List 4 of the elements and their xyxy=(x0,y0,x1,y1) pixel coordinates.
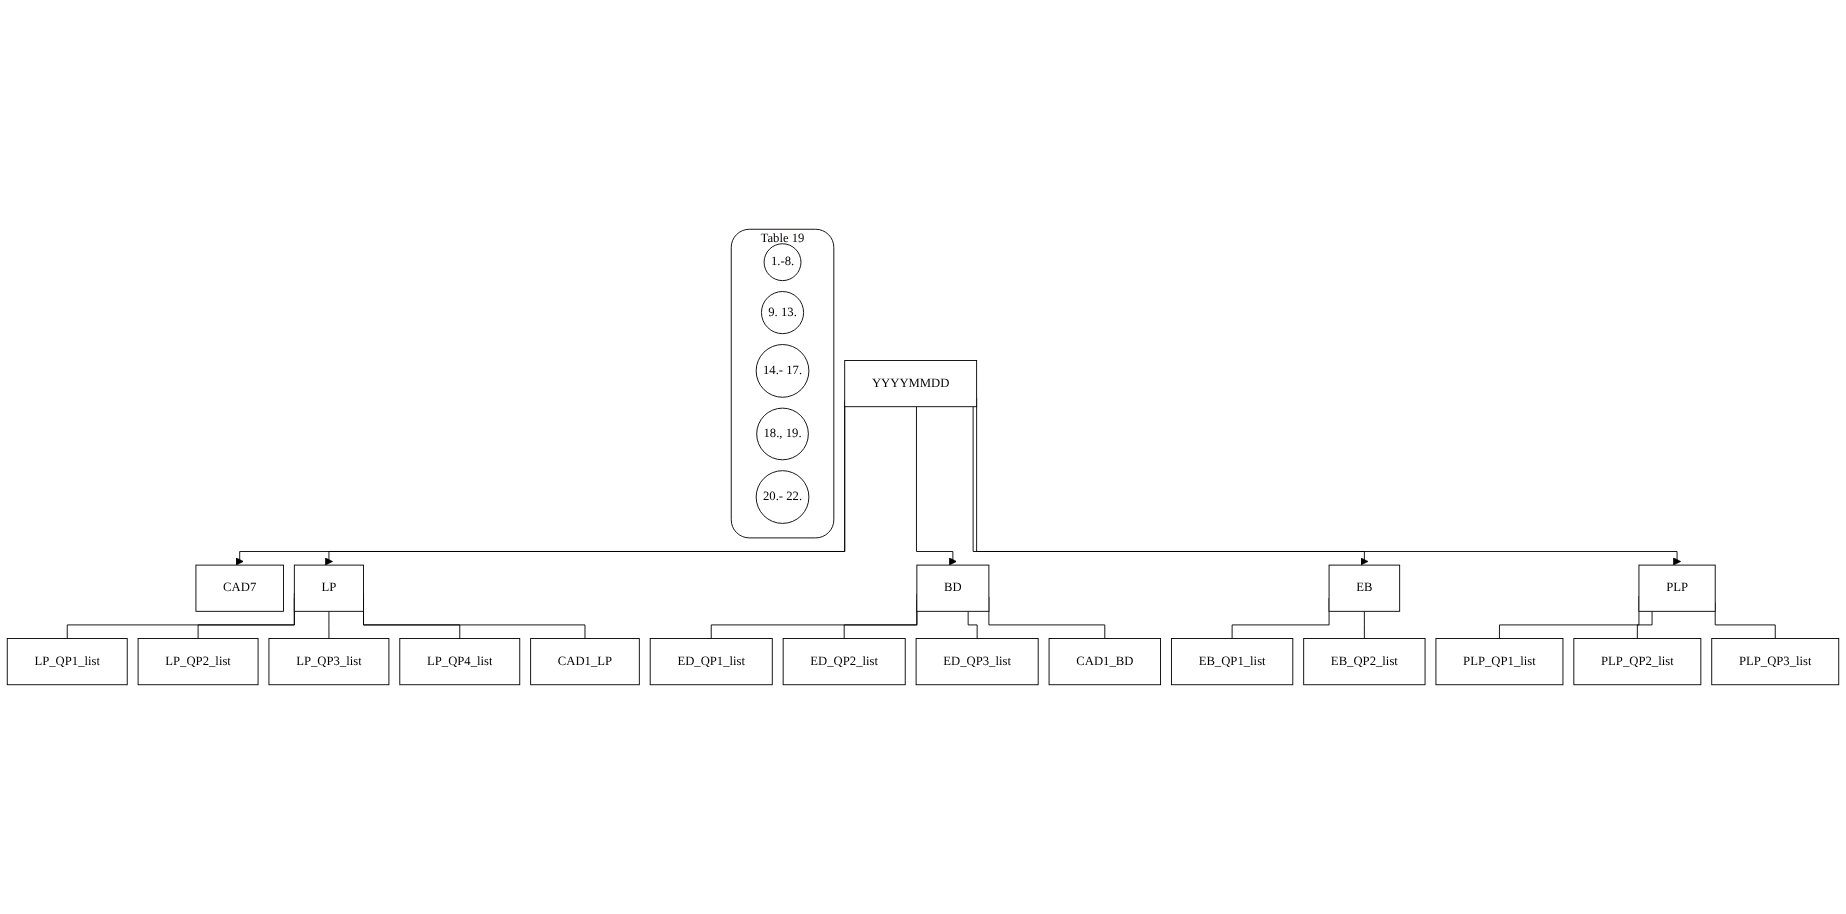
connector xyxy=(328,610,330,639)
connector xyxy=(967,610,978,639)
connector xyxy=(1363,610,1365,639)
connector xyxy=(1636,610,1653,639)
